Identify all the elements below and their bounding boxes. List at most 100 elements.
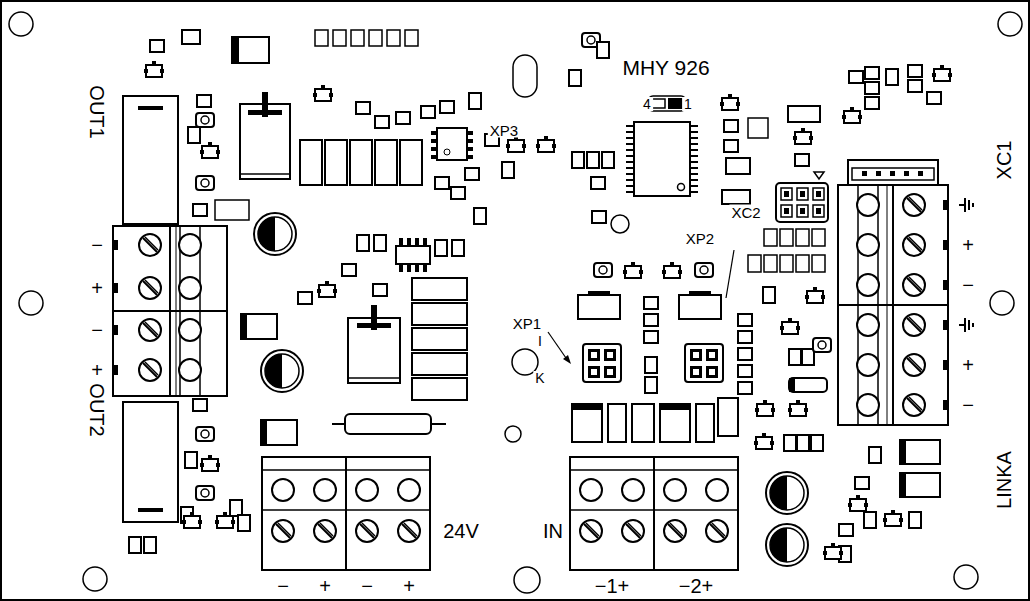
pcb-part-outline	[351, 30, 364, 46]
pcb-part-outline	[412, 328, 467, 350]
pcb-part-outline	[415, 238, 419, 246]
pcb-line	[570, 469, 738, 471]
pcb-line	[690, 185, 698, 187]
pcb-part	[580, 479, 602, 501]
pcb-line	[348, 377, 400, 379]
pcb-part	[580, 520, 602, 542]
pcb-part-outline	[784, 208, 789, 214]
pcb-part	[738, 331, 752, 343]
pcb-part	[421, 106, 435, 118]
pcb-part	[724, 120, 738, 132]
pcb-part-outline	[781, 188, 792, 200]
jumper-label: XP1	[511, 316, 543, 331]
jumper-label: XP3	[488, 123, 520, 138]
pcb-part-outline	[796, 255, 809, 272]
pcb-part-outline	[706, 366, 718, 378]
pcb-line	[877, 185, 879, 425]
pcb-part-outline	[900, 440, 940, 464]
pcb-part-outline	[604, 366, 616, 378]
pcb-part	[272, 520, 294, 542]
polarity-sign: −	[359, 576, 375, 596]
pcb-line	[626, 185, 634, 187]
pcb-part-outline	[764, 229, 777, 246]
pcb-part-outline	[113, 365, 118, 375]
polarity-sign: +	[401, 576, 417, 596]
pcb-part-outline	[399, 238, 403, 246]
pcb-hole	[998, 12, 1022, 36]
pcb-part-outline	[315, 30, 328, 46]
pcb-part-outline	[396, 246, 430, 264]
pcb-part	[139, 319, 161, 341]
pcb-part-outline	[113, 226, 227, 396]
pcb-part-outline	[748, 118, 768, 138]
pcb-part	[903, 194, 925, 216]
pcb-part-outline	[608, 404, 626, 442]
pcb-part	[903, 394, 925, 416]
pcb-line	[626, 161, 634, 163]
pcb-part-outline	[412, 353, 467, 375]
pin-number: 1	[682, 97, 694, 111]
pcb-part	[357, 235, 369, 251]
pcb-part	[188, 127, 200, 143]
pcb-part-outline	[800, 191, 805, 197]
pcb-part	[883, 510, 903, 526]
pcb-part-outline	[232, 37, 269, 63]
pcb-part-outline	[467, 147, 473, 151]
pcb-part-outline	[423, 238, 427, 246]
pcb-part-outline	[780, 229, 793, 246]
jumper-position: I	[536, 334, 544, 348]
pcb-part	[592, 211, 606, 223]
pcb-hole	[9, 12, 33, 36]
pcb-part	[644, 331, 658, 343]
pcb-part-outline	[690, 366, 702, 378]
pcb-part-outline	[722, 190, 750, 204]
pcb-part	[215, 512, 235, 528]
pcb-part	[451, 187, 465, 199]
polarity-sign: −	[89, 320, 105, 340]
pcb-part	[755, 400, 775, 416]
pcb-part-outline	[943, 280, 948, 290]
pcb-part-outline	[685, 344, 723, 382]
pcb-part	[622, 520, 644, 542]
pcb-line	[690, 155, 698, 157]
pcb-part	[622, 479, 644, 501]
pcb-part	[903, 354, 925, 376]
pcb-hole	[611, 215, 629, 233]
pcb-part	[342, 264, 356, 276]
pcb-part-outline	[591, 352, 597, 358]
pcb-part-outline	[348, 318, 400, 383]
pcb-line	[626, 137, 634, 139]
pcb-part	[789, 349, 801, 365]
connector-label: XC1	[994, 139, 1014, 182]
polarity-sign: −	[275, 576, 291, 596]
pcb-part-outline	[696, 404, 714, 442]
pcb-part-outline	[693, 352, 699, 358]
pcb-part	[193, 204, 207, 216]
pcb-part	[317, 281, 337, 297]
pcb-part	[597, 42, 609, 58]
pcb-part-outline	[943, 320, 948, 330]
pcb-part-outline	[634, 122, 690, 196]
pcb-part	[766, 524, 808, 566]
pcb-part-outline	[431, 139, 437, 143]
jumper-label: XP2	[684, 231, 716, 246]
pcb-part	[738, 314, 752, 326]
pcb-part-outline	[572, 404, 602, 442]
pcb-part	[200, 142, 220, 158]
pcb-part-outline	[300, 140, 322, 185]
pcb-part	[855, 477, 869, 489]
polarity-sign: +	[317, 576, 333, 596]
pcb-part	[314, 520, 336, 542]
pcb-part	[150, 40, 164, 52]
pcb-part-outline	[215, 200, 249, 220]
pcb-part	[374, 235, 386, 251]
pcb-part	[857, 314, 879, 336]
pcb-part-outline	[467, 139, 473, 143]
pcb-part-outline	[583, 344, 621, 382]
pcb-line	[240, 173, 290, 175]
pcb-part	[664, 479, 686, 501]
pcb-part	[908, 65, 922, 77]
pcb-part	[811, 435, 823, 451]
pcb-hole	[444, 149, 450, 155]
